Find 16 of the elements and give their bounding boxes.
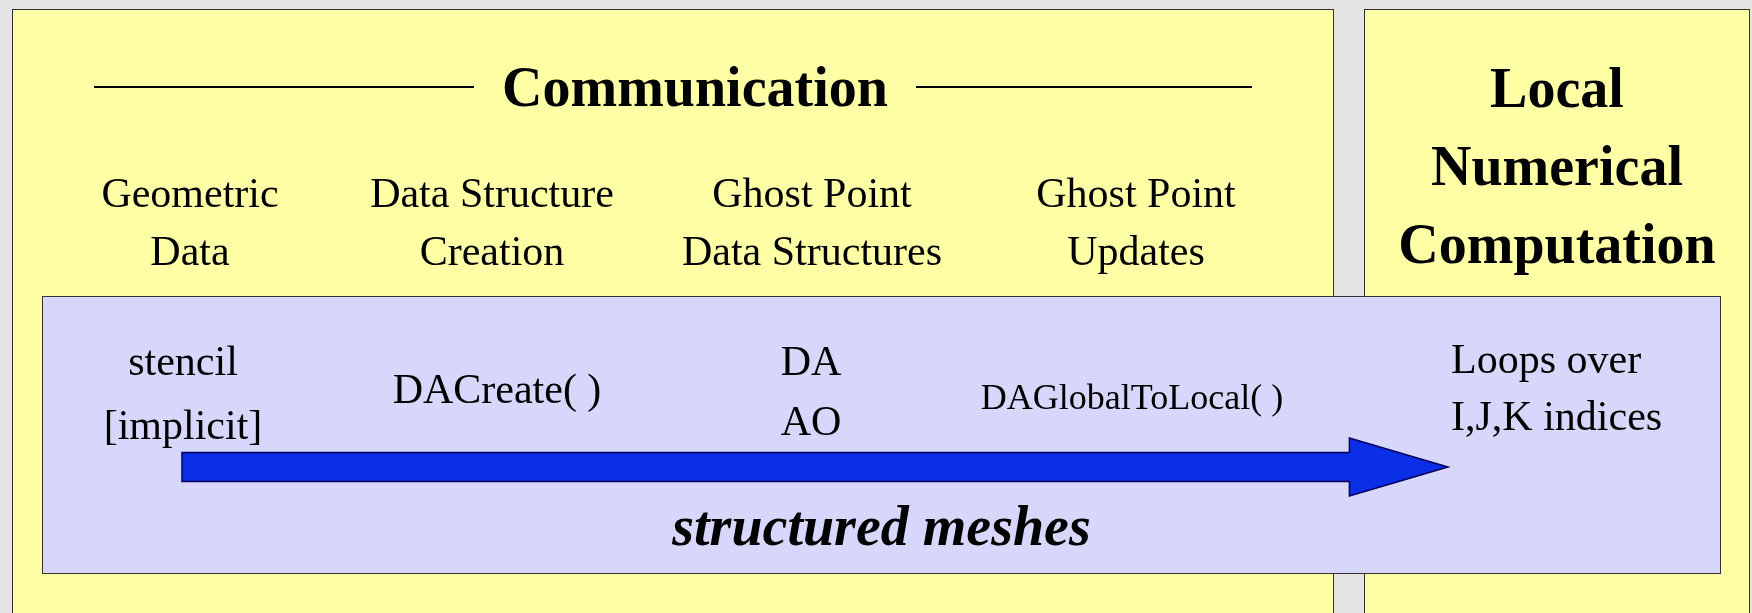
step-label: Ghost Point Updates xyxy=(1035,169,1237,276)
step-label: Ghost Point Data Structures xyxy=(680,169,944,276)
step-label: DACreate( ) xyxy=(391,365,603,414)
section-heading: Communication xyxy=(502,55,888,120)
band-title: structured meshes xyxy=(671,494,1092,559)
section-panel xyxy=(12,9,1334,296)
step-label: DA AO xyxy=(779,337,843,446)
section-panel xyxy=(1364,9,1750,296)
step-label: DAGlobalToLocal( ) xyxy=(979,376,1285,419)
band-panel xyxy=(42,296,1721,574)
step-text: stencil [implicit] xyxy=(102,337,264,450)
step-text: Loops over I,J,K indices xyxy=(1451,335,1664,441)
section-heading: Local Numerical Computation xyxy=(1397,56,1717,277)
arrow xyxy=(181,437,1451,497)
step-label: Data Structure Creation xyxy=(369,169,615,276)
step-label: Geometric Data xyxy=(100,169,280,276)
